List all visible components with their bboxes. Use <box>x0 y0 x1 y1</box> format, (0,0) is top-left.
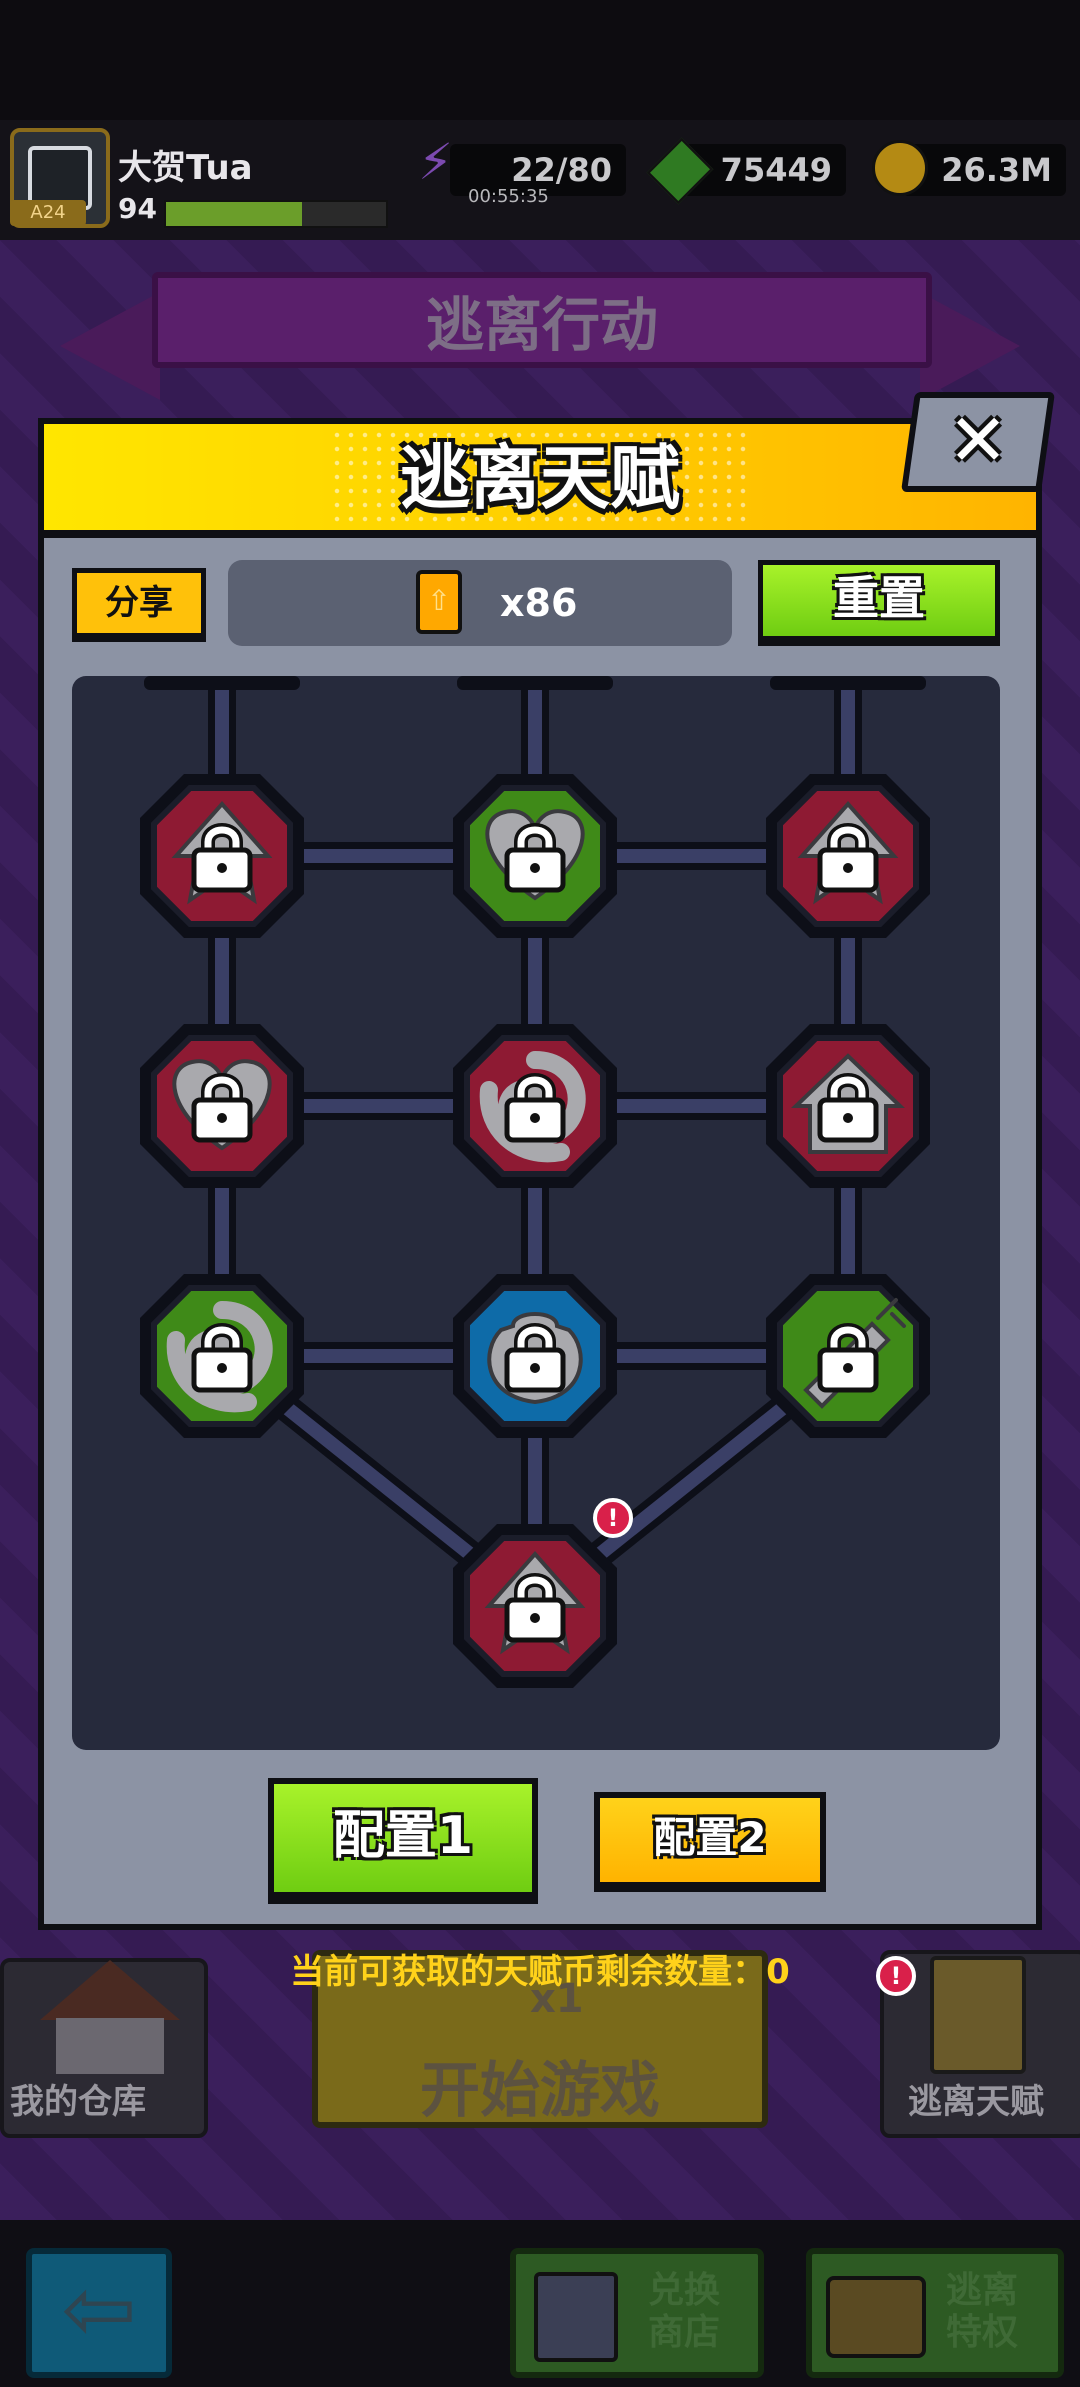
reset-button[interactable]: 重置 <box>758 560 1000 646</box>
mode-title: 逃离行动 <box>425 291 658 359</box>
talent-node-r3c1[interactable] <box>136 1270 308 1442</box>
exchange-shop-label-1: 兑换 <box>648 2270 721 2311</box>
upper-node-edge <box>457 676 613 690</box>
talent-node-r2c3[interactable] <box>762 1020 934 1192</box>
swirl-talent-icon <box>453 1024 617 1188</box>
talent-coin-panel <box>228 560 732 646</box>
status-bar-area <box>0 0 1080 120</box>
remaining-talent-coins: 当前可获取的天赋币剩余数量：0 <box>290 1952 790 1992</box>
start-game-label: 开始游戏 <box>420 2056 660 2126</box>
swirl-talent-icon <box>140 1274 304 1438</box>
lock-icon <box>504 823 566 893</box>
coin-icon[interactable] <box>872 140 928 196</box>
upper-node-edge <box>144 676 300 690</box>
player-level: 94 <box>118 192 157 225</box>
talent-node-r2c2[interactable] <box>449 1020 621 1192</box>
upper-node-edge <box>770 676 926 690</box>
lock-icon <box>191 1073 253 1143</box>
heart-talent-icon <box>453 774 617 938</box>
config-1-button[interactable]: 配置1 <box>268 1778 538 1904</box>
config-2-button[interactable]: 配置2 <box>594 1792 826 1892</box>
escape-privilege-label-1: 逃离 <box>946 2270 1019 2311</box>
header-pattern <box>330 428 750 528</box>
heart-talent-icon <box>140 1024 304 1188</box>
arrow-up-talent-icon <box>766 774 930 938</box>
avatar-badge: A24 <box>10 200 86 226</box>
talent-coin-count: x86 <box>500 581 578 625</box>
talent-node-r2c1[interactable] <box>136 1020 308 1192</box>
lock-icon <box>504 1323 566 1393</box>
energy-bolt-icon: ⚡ <box>418 133 454 191</box>
xp-bar-fill <box>166 202 302 226</box>
lock-icon <box>504 1073 566 1143</box>
lock-icon <box>817 1323 879 1393</box>
lock-icon <box>191 823 253 893</box>
talent-side-label: 逃离天赋 <box>908 2082 1044 2122</box>
talent-node-r1c1[interactable] <box>136 770 308 942</box>
next-mode-arrow[interactable] <box>920 292 1020 400</box>
exchange-shop-label-2: 商店 <box>648 2312 721 2353</box>
back-arrow-icon: ⇦ <box>61 2257 137 2362</box>
start-game-cost: x1 <box>530 1976 584 2022</box>
talent-node-r4c2[interactable] <box>449 1520 621 1692</box>
shop-icon <box>534 2272 618 2362</box>
avatar-face <box>28 146 92 210</box>
talent-node-r3c3[interactable] <box>762 1270 934 1442</box>
warehouse-label: 我的仓库 <box>10 2082 146 2122</box>
back-button[interactable]: ⇦ <box>26 2248 172 2378</box>
lock-icon <box>817 823 879 893</box>
house-body-icon <box>56 2018 164 2074</box>
lock-icon <box>504 1573 566 1643</box>
energy-timer: 00:55:35 <box>468 186 549 207</box>
syringe-talent-icon <box>766 1274 930 1438</box>
player-name: 大贺Tua <box>118 148 253 188</box>
close-icon[interactable]: ✕ <box>947 398 1009 482</box>
escape-privilege-label-2: 特权 <box>946 2312 1019 2353</box>
node-alert-icon: ! <box>593 1498 633 1538</box>
talent-node-r1c3[interactable] <box>762 770 934 942</box>
talent-card-icon: ⇧ <box>416 570 462 634</box>
arrow-up-talent-icon <box>453 1524 617 1688</box>
talent-node-r3c2[interactable] <box>449 1270 621 1442</box>
house-talent-icon <box>766 1024 930 1188</box>
mode-banner <box>152 272 932 368</box>
start-game-button[interactable] <box>312 1950 768 2128</box>
lock-icon <box>817 1073 879 1143</box>
energy-counter: 22/80 <box>450 144 626 196</box>
share-button[interactable]: 分享 <box>72 568 206 642</box>
coin-counter: 26.3M <box>902 144 1066 196</box>
arrow-up-talent-icon <box>140 774 304 938</box>
house-icon <box>40 1960 180 2020</box>
privilege-icon <box>826 2276 926 2358</box>
bag-talent-icon <box>453 1274 617 1438</box>
modal-title: 逃离天赋 <box>400 437 680 519</box>
previous-mode-arrow[interactable] <box>60 292 160 400</box>
lock-icon <box>191 1323 253 1393</box>
talent-card-icon <box>930 1956 1026 2074</box>
talent-alert-icon: ! <box>876 1956 916 1996</box>
talent-node-r1c2[interactable] <box>449 770 621 942</box>
